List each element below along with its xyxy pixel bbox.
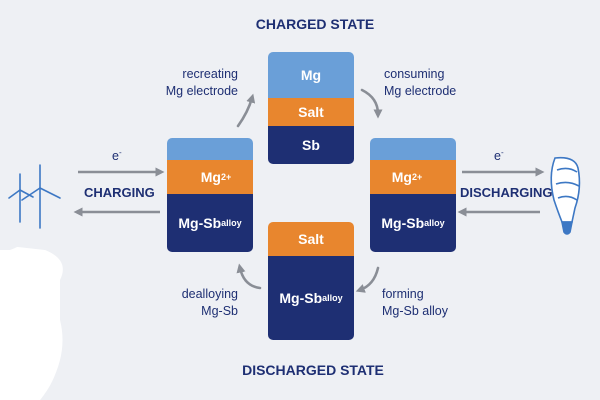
note-forming: forming Mg-Sb alloy	[382, 287, 448, 318]
mg-electrode-layer: Mg	[268, 52, 354, 98]
charged-cell: Mg Salt Sb	[268, 52, 354, 164]
salt-layer: Salt	[268, 98, 354, 126]
light-bulb-icon	[550, 156, 581, 235]
note-dealloying: dealloying Mg-Sb	[181, 287, 238, 318]
note-recreating: recreating Mg electrode	[165, 67, 238, 98]
arrow-dealloying	[236, 263, 262, 290]
sb-electrode-layer: Sb	[268, 126, 354, 164]
charged-state-title: CHARGED STATE	[255, 16, 375, 32]
note-consuming: consuming Mg electrode	[384, 67, 457, 98]
mg-thin-layer	[167, 138, 253, 160]
arrow-recreating	[236, 93, 256, 128]
arrow-forming	[355, 266, 380, 293]
arrow-consuming	[360, 88, 383, 119]
electron-label-charging: e-	[112, 148, 122, 163]
discharging-label: DISCHARGING	[460, 185, 553, 200]
mg-thin-layer	[370, 138, 456, 160]
wind-turbine-icon	[8, 164, 61, 229]
discharged-state-title: DISCHARGED STATE	[242, 362, 384, 378]
background-panel-left	[0, 0, 61, 400]
electron-label-discharging: e-	[494, 148, 504, 163]
salt-layer: Salt	[268, 222, 354, 256]
charging-label: CHARGING	[84, 185, 155, 200]
